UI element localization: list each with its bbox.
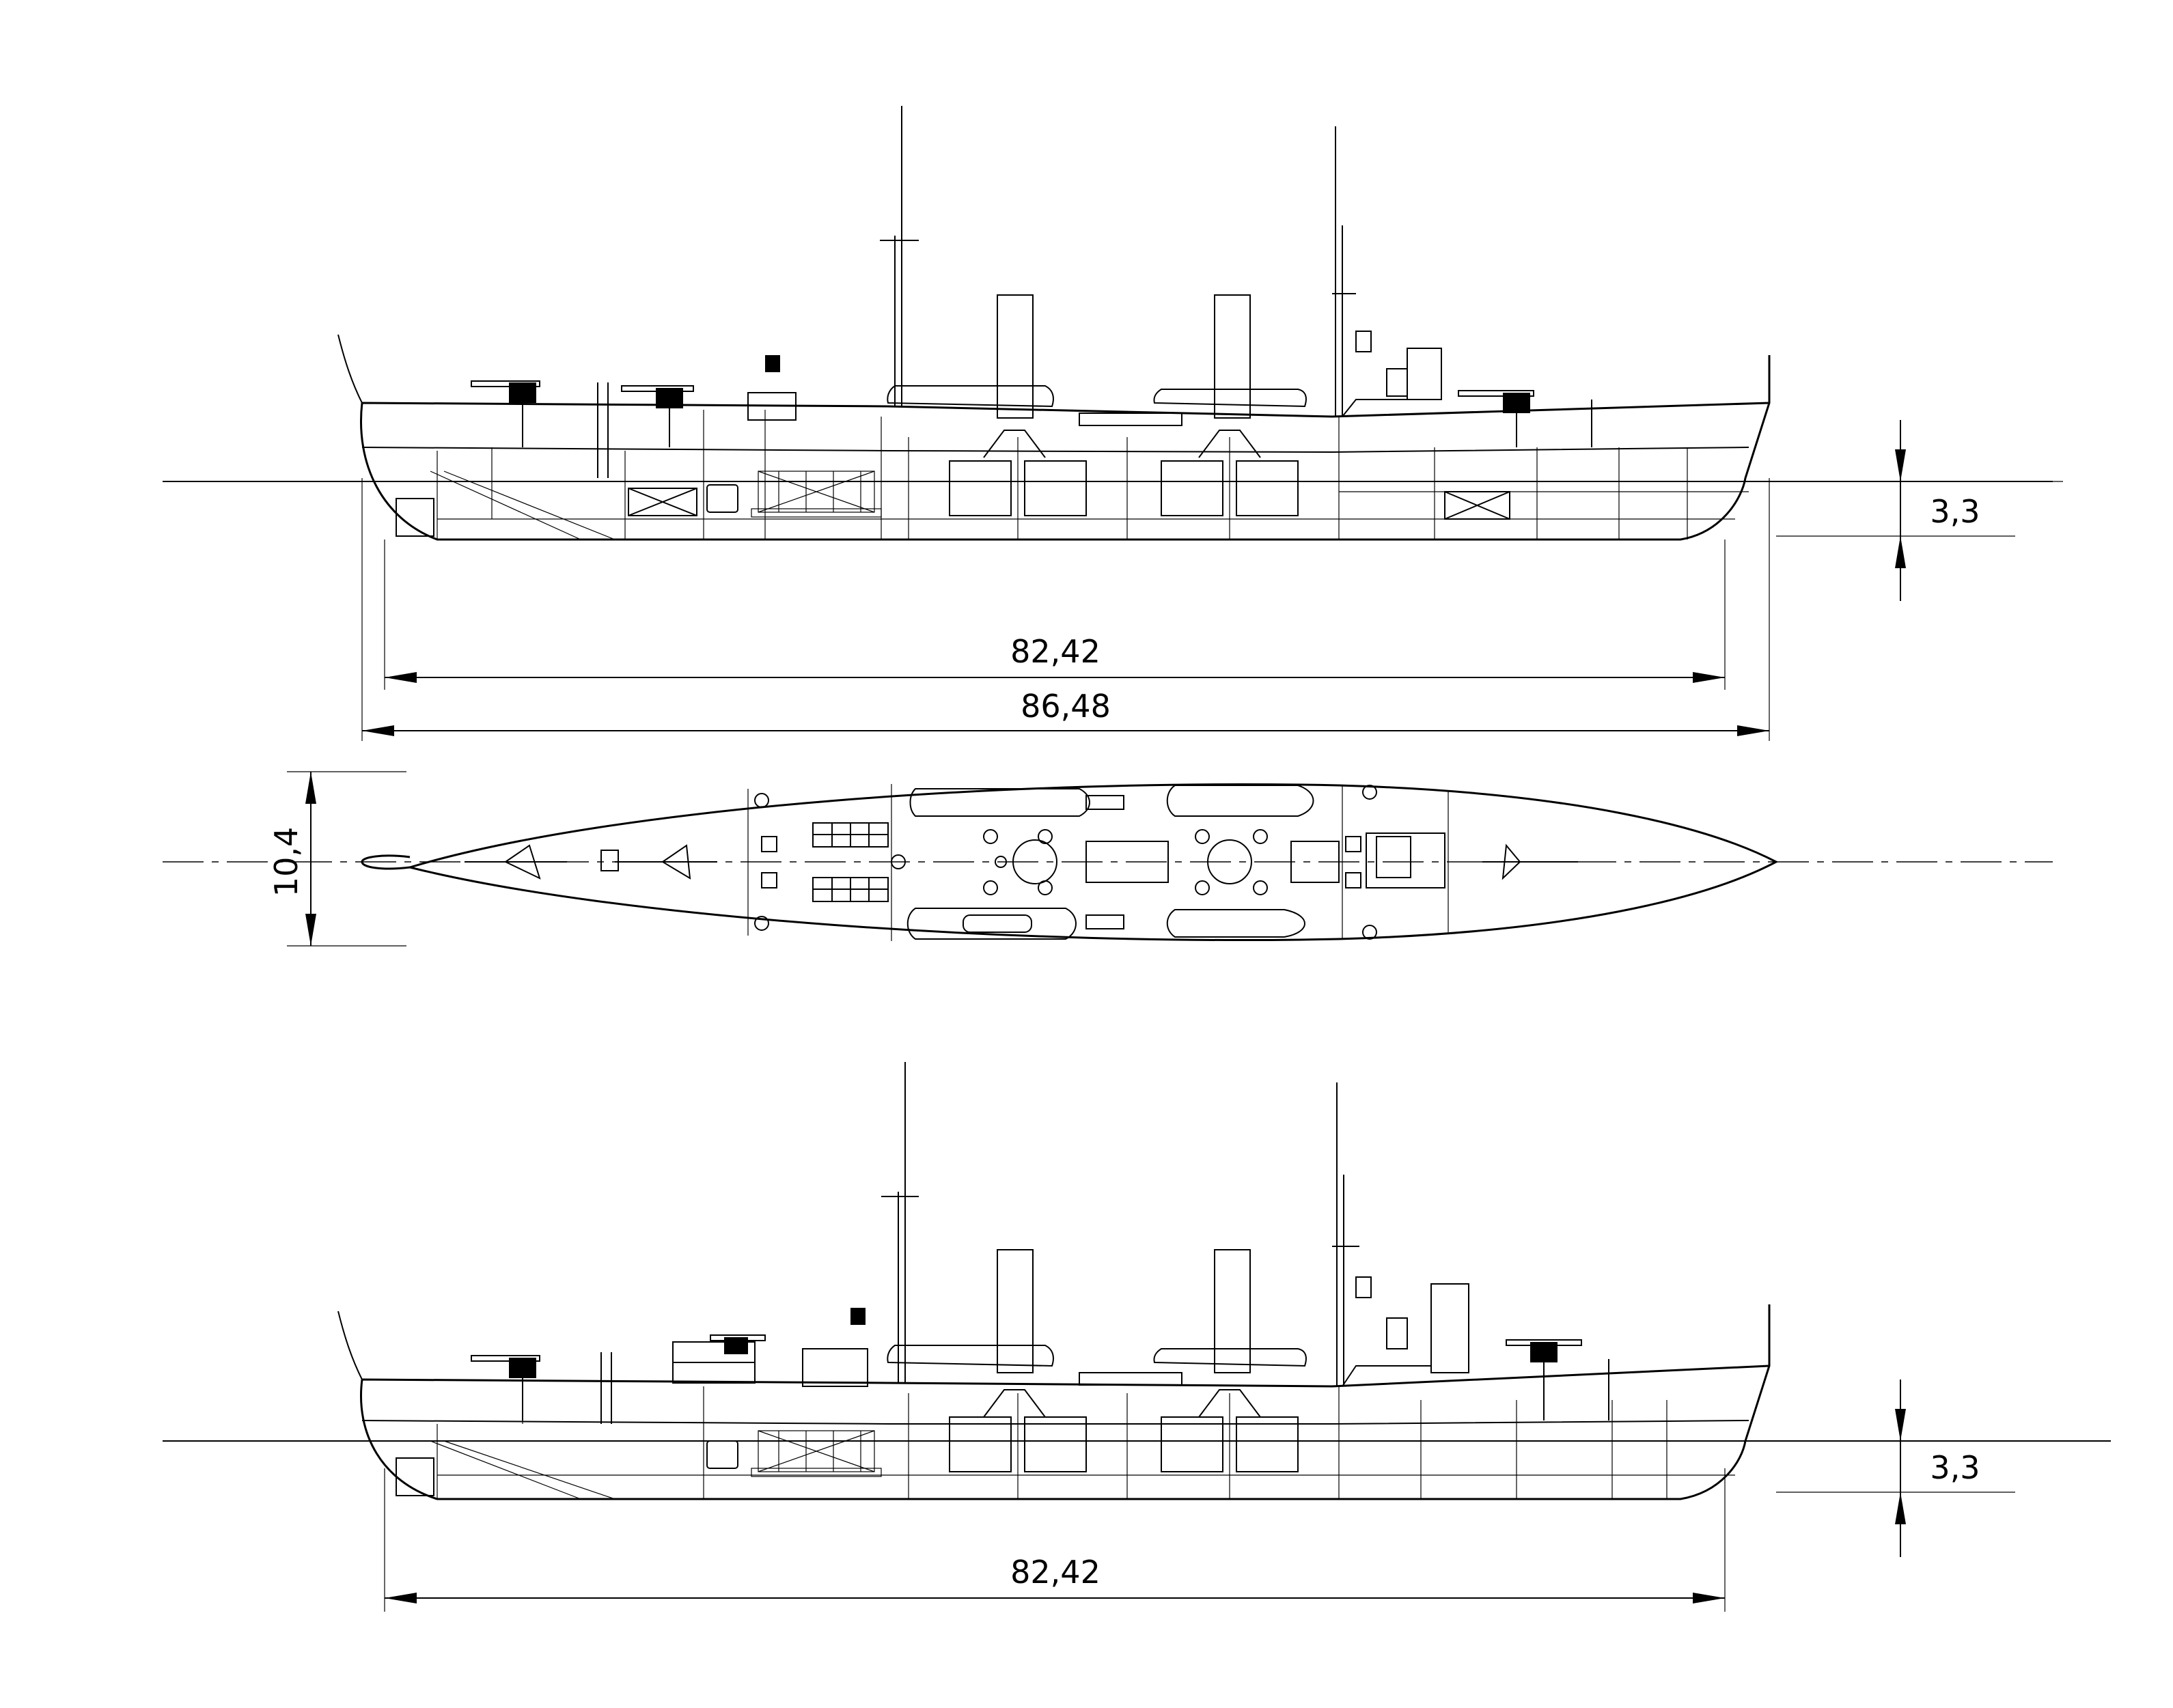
deck-outline-plan [361,783,1779,942]
boats-bottom [887,1345,1307,1386]
plan-view [163,783,2053,942]
masts-bottom [881,1062,1359,1386]
boiler-rooms-top [949,460,1299,516]
funnels-top [983,294,1261,458]
magazine-boxes-top [628,484,1510,520]
boats-top [887,385,1307,426]
dim-top-draft: 3,3 [1756,420,2063,601]
bulkheads-bottom [437,1386,1749,1499]
guns-bottom [471,1308,1582,1424]
masts-top [880,106,1356,417]
engines-top [751,471,882,518]
main-deck-line-top [361,447,1749,453]
guns-plan [465,785,1578,940]
bulkheads-top [437,410,1749,540]
dim-bottom-draft: 3,3 [1776,1380,2015,1557]
boats-plan [906,785,1314,940]
label-overall-length-top: 86,48 [1021,688,1111,725]
hull-outline-top [360,355,1771,541]
funnel-circles-plan [891,829,1268,895]
label-beam-plan: 10,4 [268,827,305,897]
dim-top-overall-length: 86,48 [362,688,1769,736]
dim-bottom-waterline-length: 82,42 [385,1554,1725,1604]
bridge-bottom [1342,1276,1609,1420]
bow-stem-top [337,334,363,404]
label-draft-top: 3,3 [1930,493,1980,530]
dim-top-waterline-length: 82,42 [385,633,1725,683]
bow-stem-bottom [337,1311,363,1380]
hull-outline-bottom [360,1304,1771,1500]
label-draft-bottom: 3,3 [1930,1449,1980,1486]
main-deck-line-bottom [361,1420,1749,1425]
label-waterline-length-top: 82,42 [1010,633,1101,670]
bridge-top [1342,331,1592,447]
profile-view-bottom [163,1062,2111,1612]
funnels-bottom [983,1249,1261,1418]
profile-view-top [163,106,2053,741]
boiler-rooms-bottom [949,1416,1299,1472]
engines-bottom [751,1430,882,1477]
guns-top [471,355,1534,478]
skylights-plan [812,822,1445,902]
dim-plan-beam: 10,4 [268,771,406,947]
label-waterline-length-bottom: 82,42 [1010,1554,1101,1591]
